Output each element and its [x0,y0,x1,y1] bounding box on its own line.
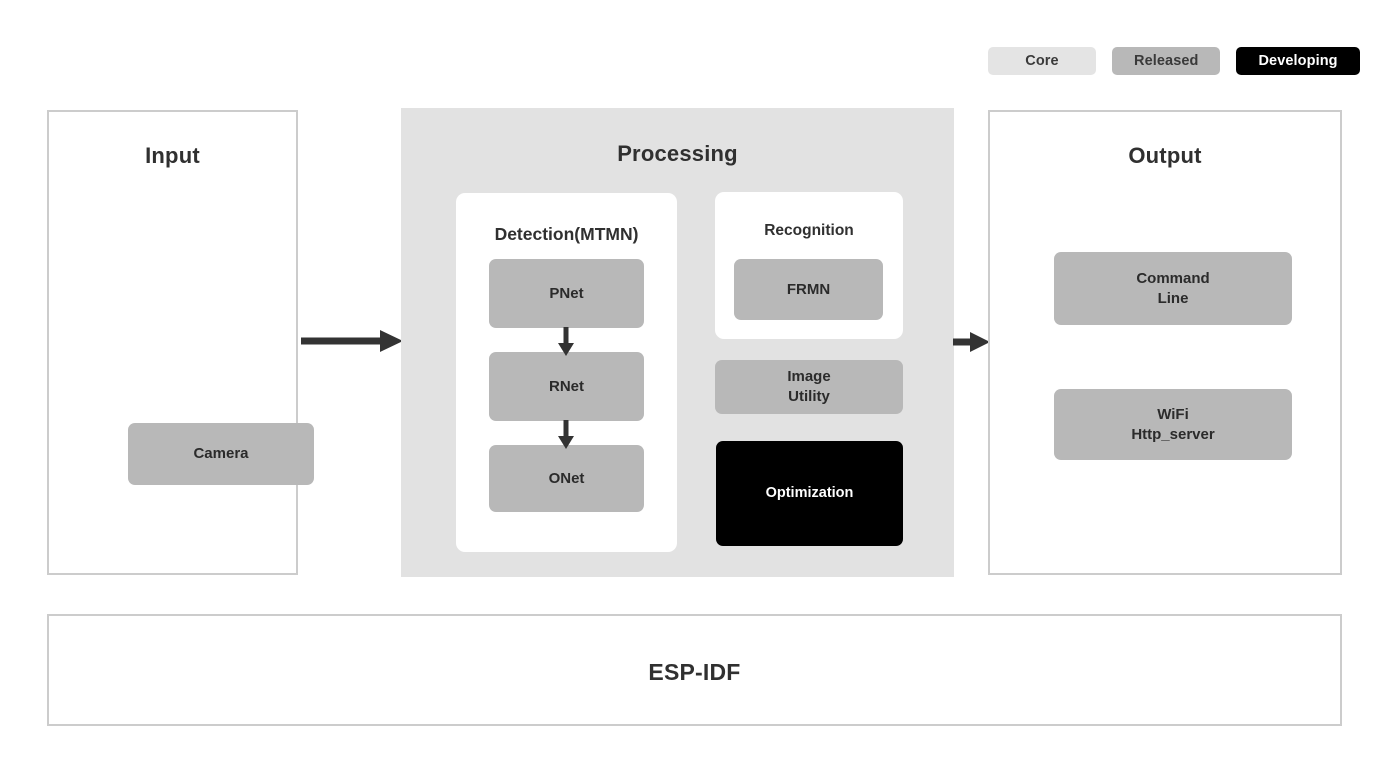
node-rnet: RNet [489,352,644,421]
panel-processing-title: Processing [617,141,738,166]
legend: Core Released Developing [988,47,1360,75]
panel-output-title: Output [1128,143,1202,168]
panel-output: Output [988,110,1342,575]
node-command-line: Command Line [1054,252,1292,325]
card-recognition: Recognition FRMN [715,192,903,339]
node-camera: Camera [128,423,314,485]
card-recognition-title: Recognition [764,222,854,239]
arrow-processing-to-output [953,329,991,360]
legend-badge-developing: Developing [1236,47,1360,75]
node-optimization: Optimization [716,441,903,546]
panel-input-title: Input [145,143,200,168]
legend-badge-core: Core [988,47,1096,75]
card-detection-title: Detection(MTMN) [494,224,639,244]
node-pnet: PNet [489,259,644,328]
panel-esp-idf-title: ESP-IDF [648,659,741,685]
node-frmn: FRMN [734,259,883,320]
arrow-rnet-to-onet [551,420,581,455]
arrow-input-to-processing [300,326,404,361]
node-onet: ONet [489,445,644,512]
panel-input: Input Camera [47,110,314,575]
node-wifi-http-server: WiFi Http_server [1054,389,1292,460]
card-detection: Detection(MTMN) PNet RNet ONet [456,193,677,552]
legend-badge-released: Released [1112,47,1221,75]
arrow-pnet-to-rnet [551,327,581,362]
node-image-utility: Image Utility [715,360,903,414]
panel-esp-idf: ESP-IDF [47,614,1342,726]
